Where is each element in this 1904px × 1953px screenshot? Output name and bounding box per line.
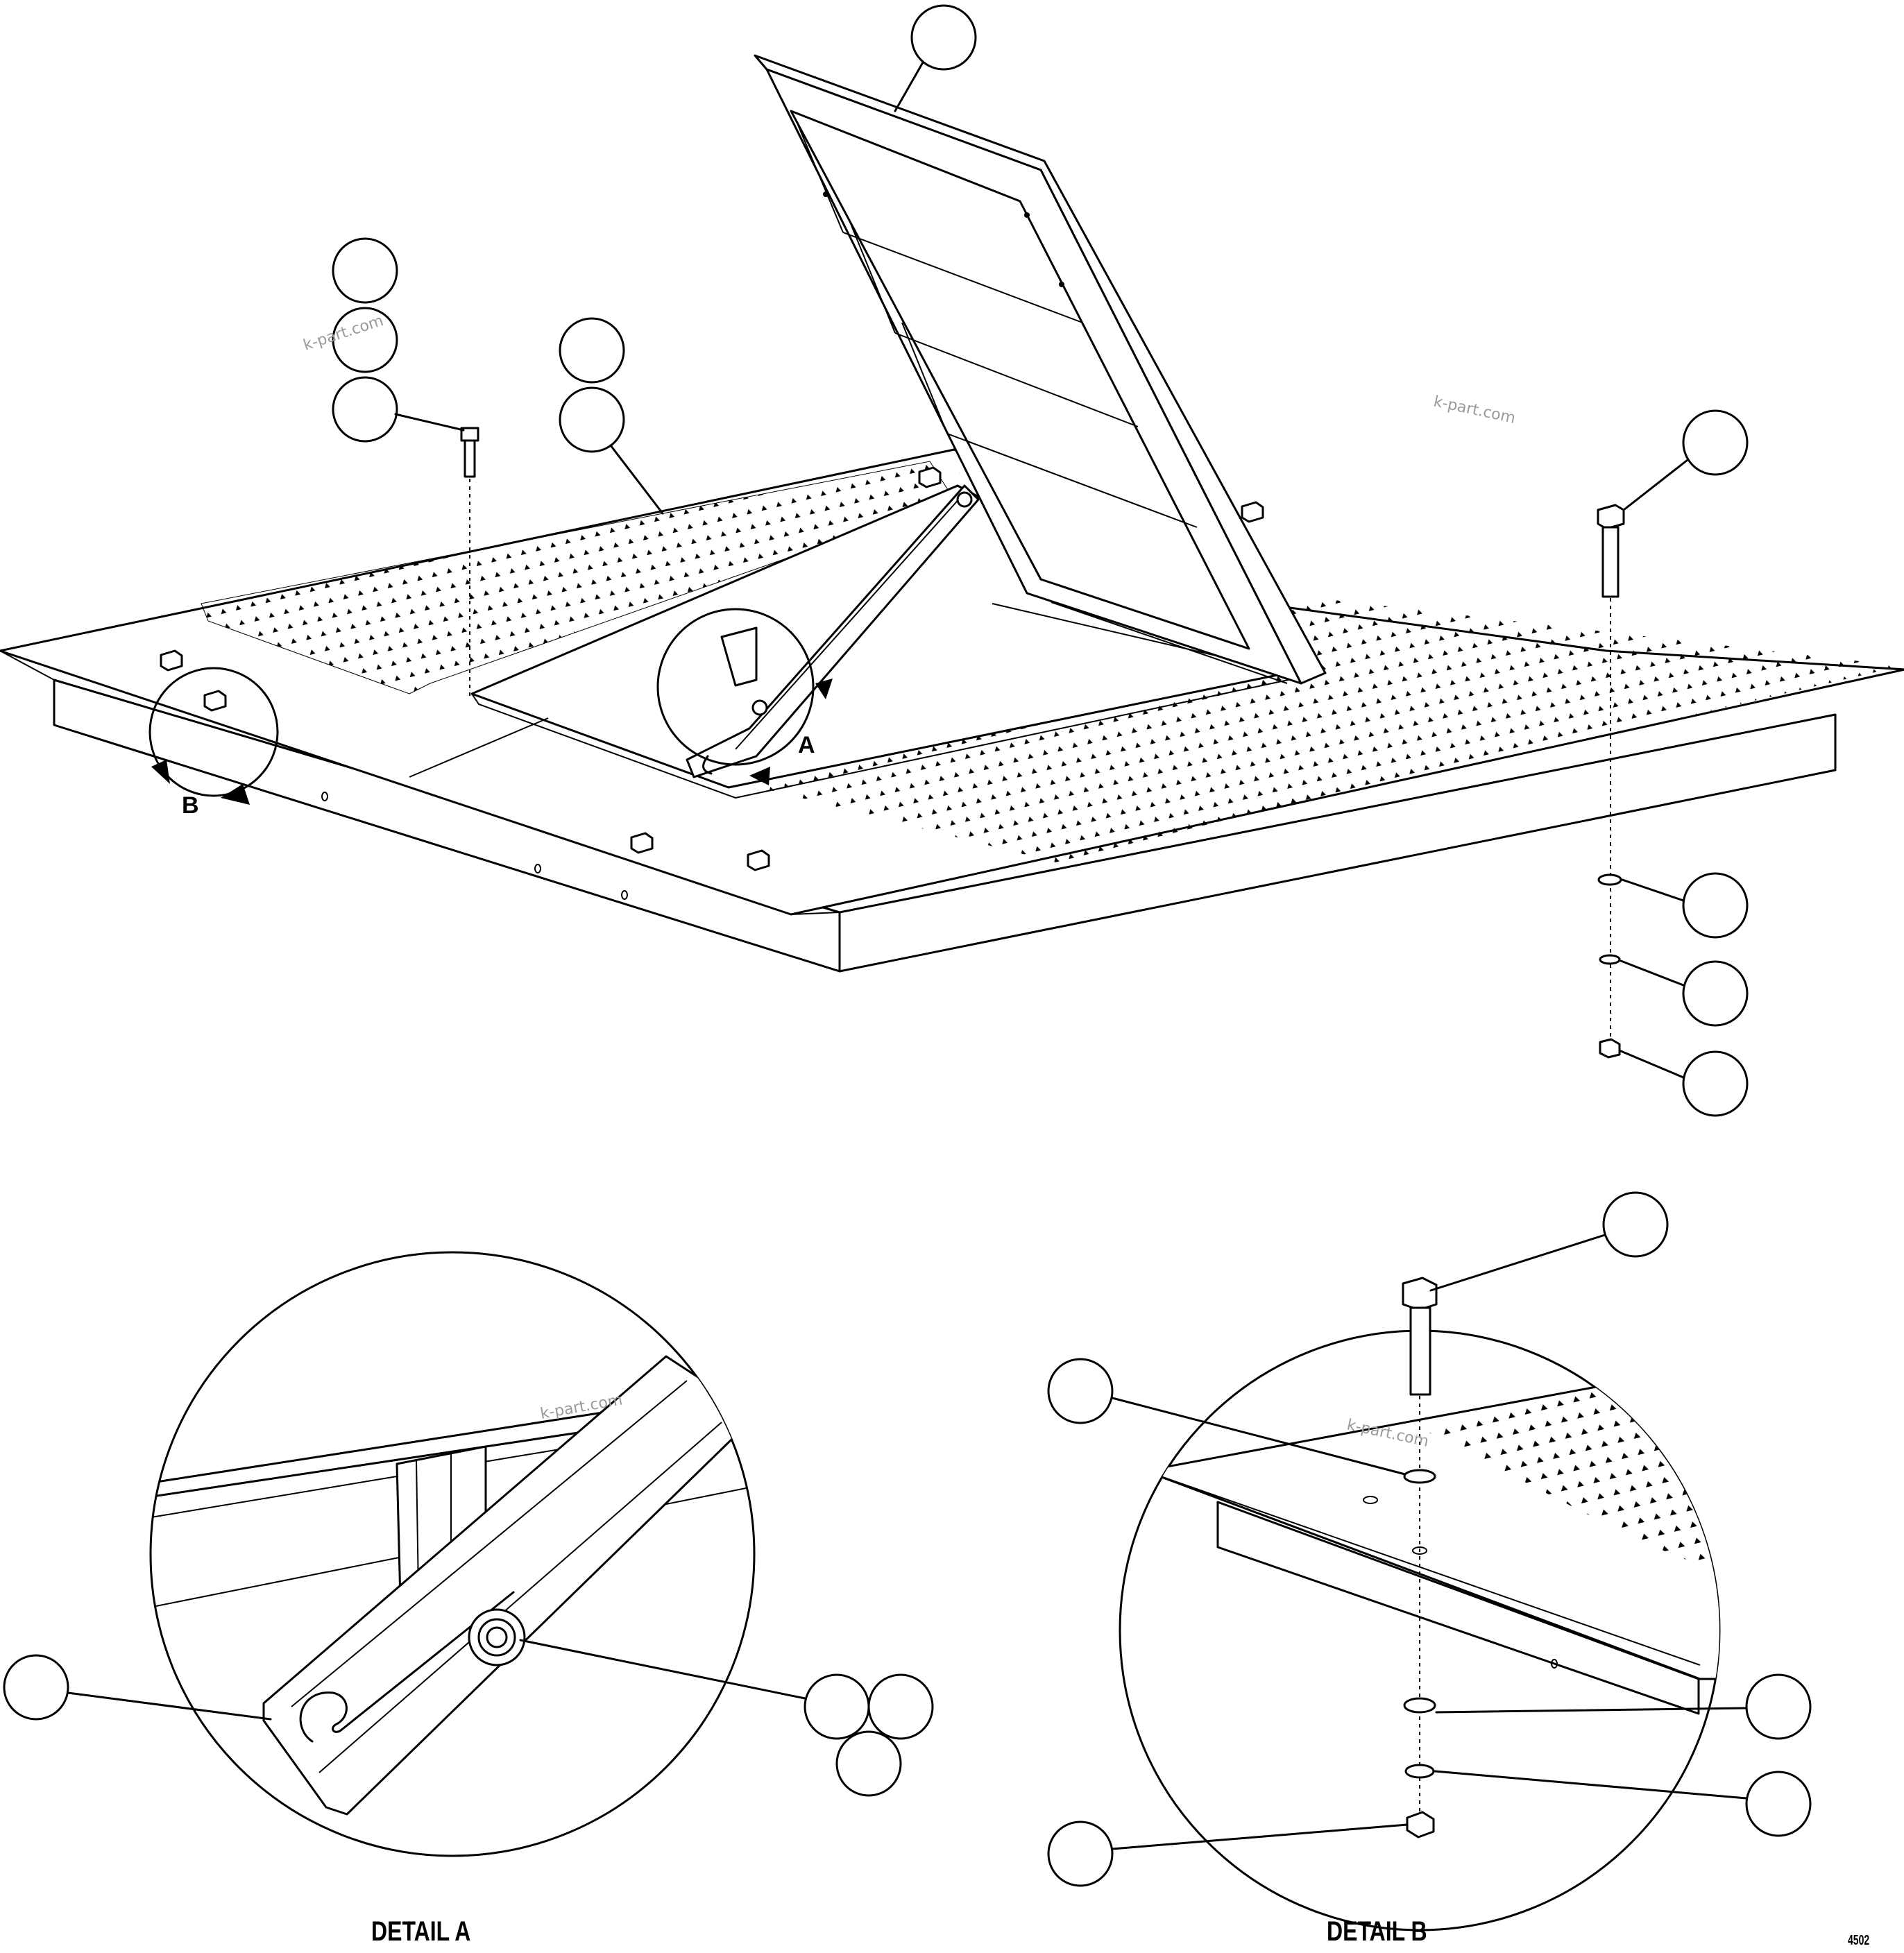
view-b-label: B xyxy=(182,792,199,819)
support-arm xyxy=(686,484,980,778)
view-b-marker xyxy=(148,667,279,797)
right-bolt xyxy=(1597,504,1625,1059)
view-a-label: A xyxy=(798,732,815,758)
hatch-lid xyxy=(754,54,1327,685)
detail-a: k-part.com xyxy=(3,1251,934,1857)
detail-a-caption: DETAIL A xyxy=(371,1916,471,1947)
figure-number: 4502 xyxy=(1848,1933,1870,1948)
main-assembly: A B xyxy=(0,4,1904,1117)
perforated-left-panel xyxy=(201,461,955,694)
view-a-marker xyxy=(656,608,815,766)
callout-balloons-main xyxy=(332,4,1749,1117)
front-right-skirt xyxy=(838,713,1837,973)
detail-b-caption: DETAIL B xyxy=(1327,1916,1427,1947)
watermark-2: k-part.com xyxy=(1432,393,1517,427)
left-bolt xyxy=(460,427,479,697)
perforated-right-panel xyxy=(760,597,1901,864)
detail-b: k-part.com xyxy=(1047,1191,1812,1931)
deck-bolt-heads xyxy=(160,466,1264,871)
